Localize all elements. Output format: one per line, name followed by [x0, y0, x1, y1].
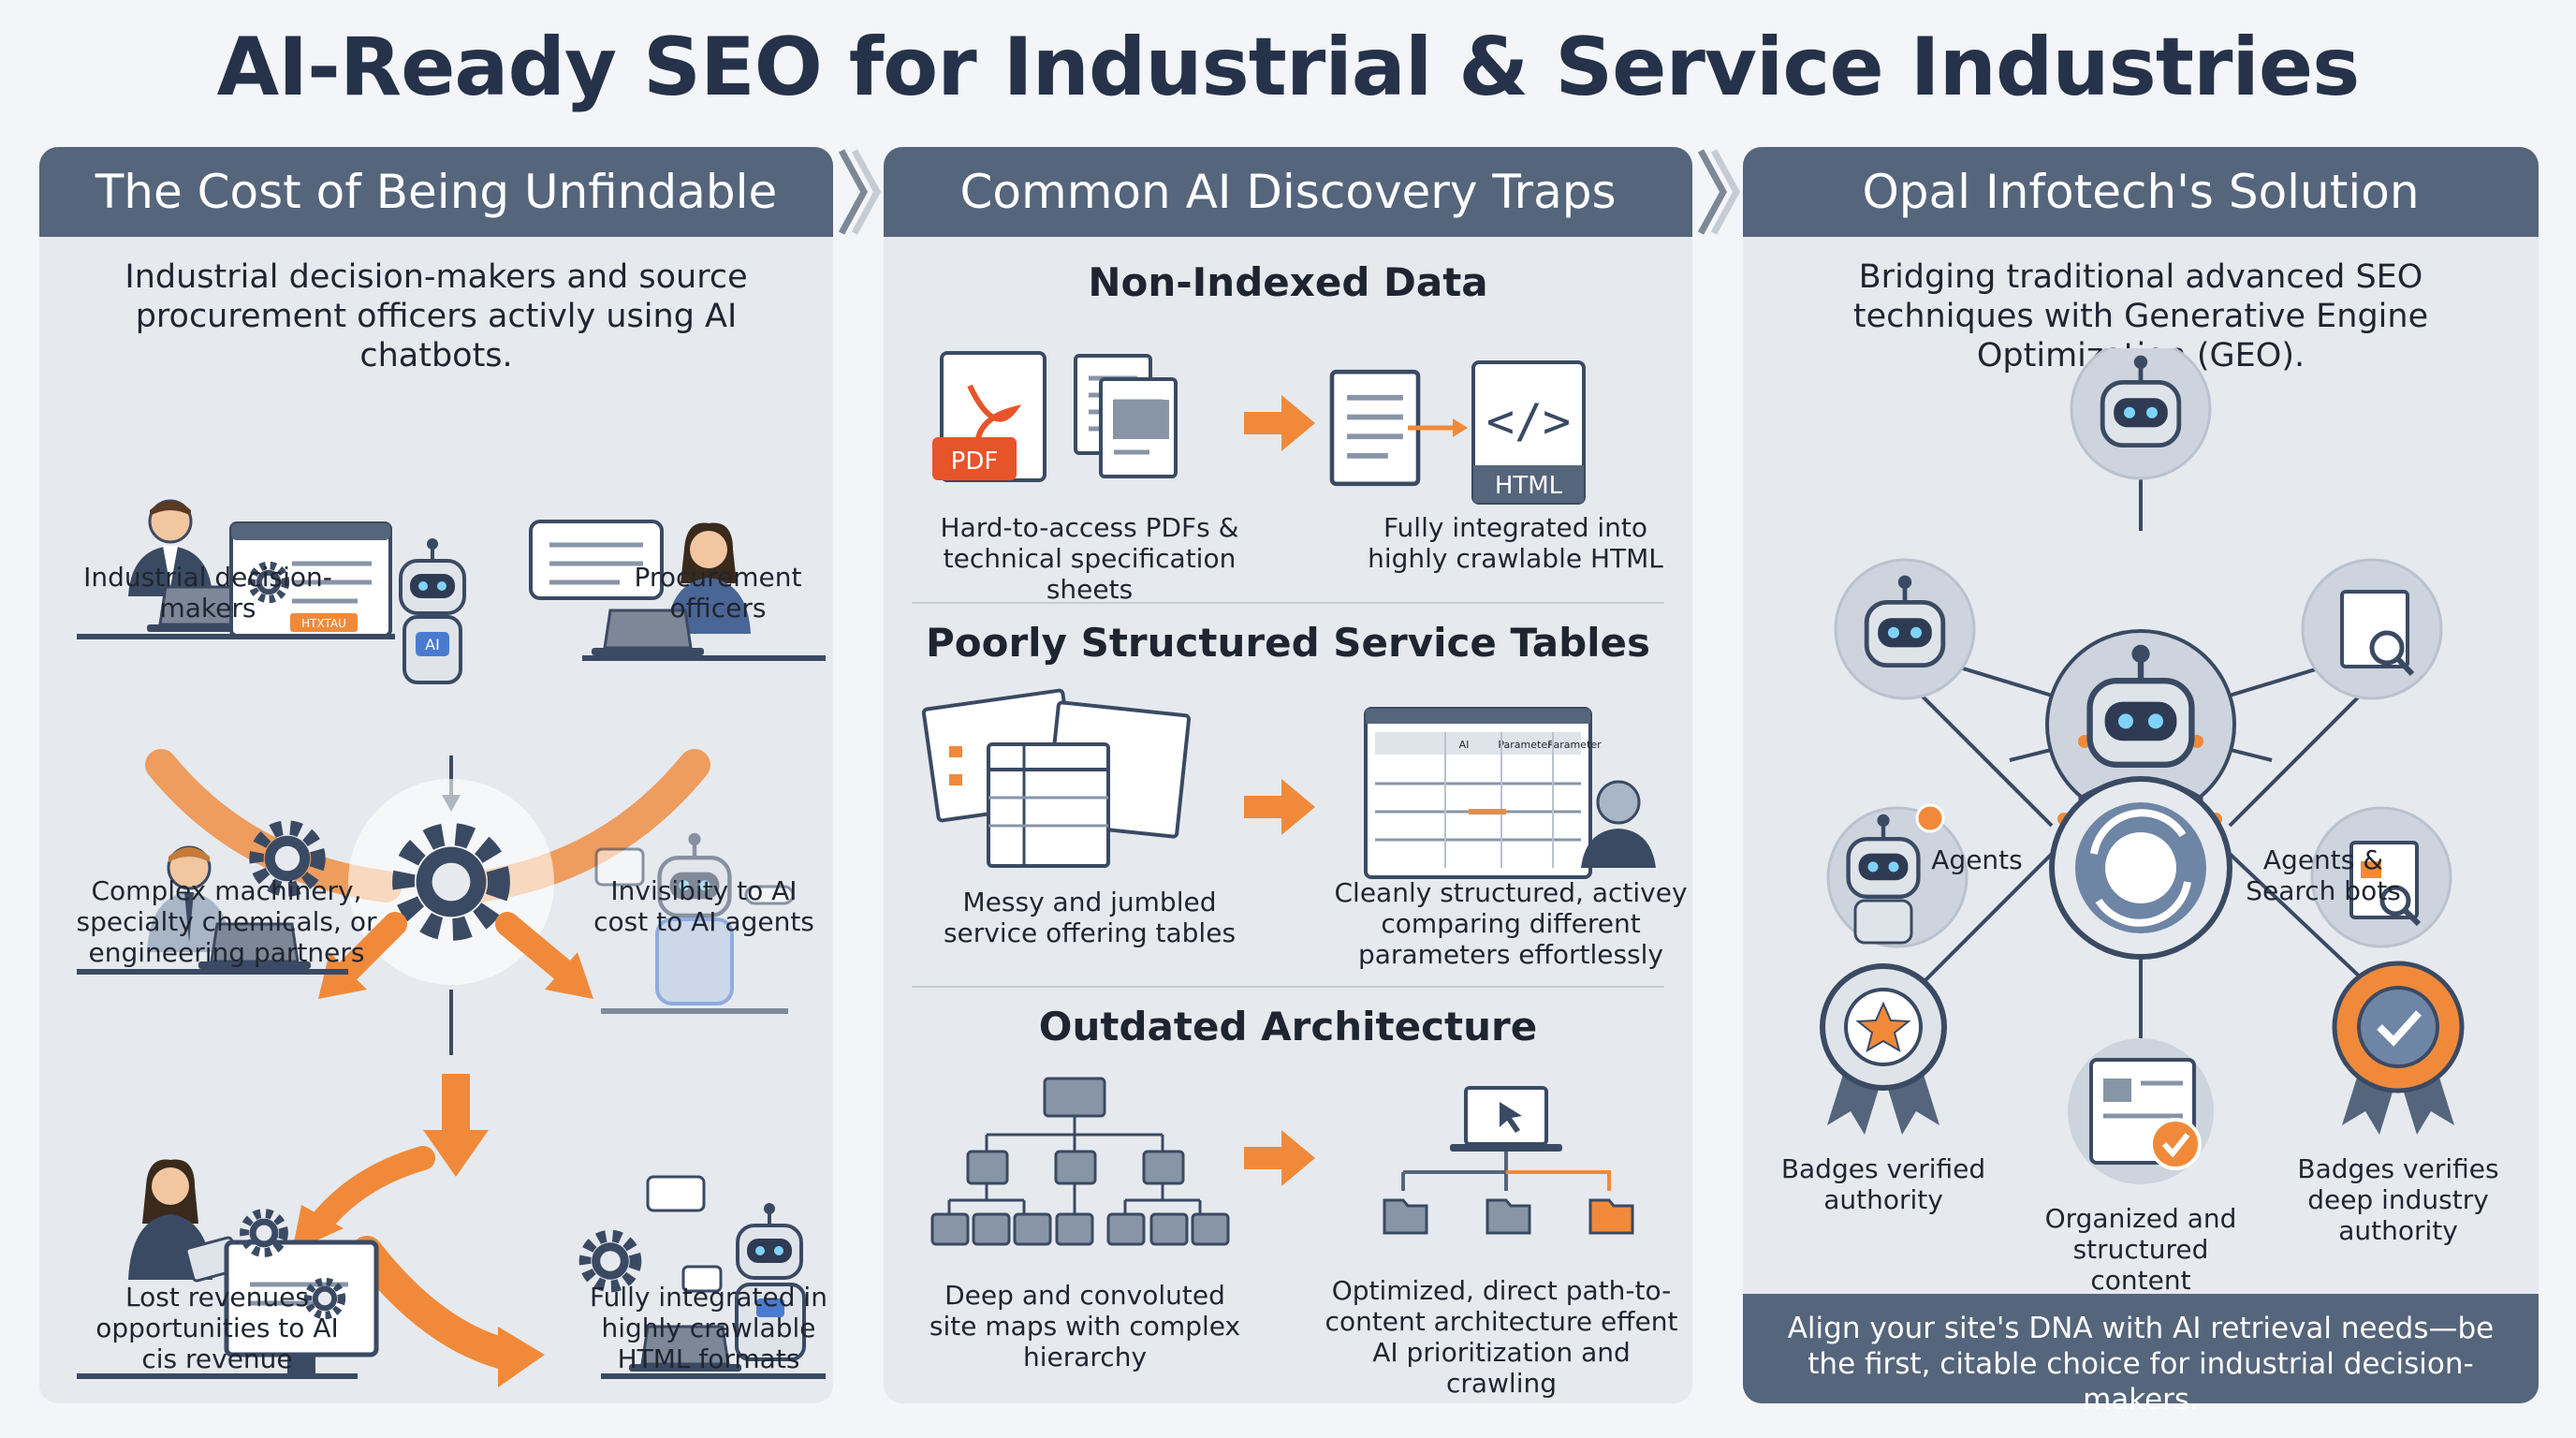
arrow-right-icon — [1244, 1130, 1315, 1186]
pdf-badge: PDF — [951, 448, 999, 476]
section-title: Poorly Structured Service Tables — [925, 620, 1651, 666]
footer-text: Align your site's DNA with AI retrieval … — [1787, 1312, 2495, 1416]
html-badge: HTML — [1495, 472, 1563, 500]
panel-intro: Industrial decision-makers and source pr… — [124, 258, 748, 374]
panel-cost-of-unfindable: The Cost of Being Unfindable Industrial … — [39, 147, 833, 1403]
robot-icon — [399, 536, 466, 615]
screen-tag-label: HTXTAU — [301, 617, 346, 630]
label-badges-deep: Badges verifies deep industry authority — [2297, 1153, 2499, 1246]
html-file-icon: </> HTML — [1471, 360, 1586, 505]
chat-bubble-icon — [529, 520, 664, 600]
cost-flow-illustration: HTXTAU AI — [77, 499, 826, 1387]
table-header-parameter: Parameter — [1547, 739, 1602, 751]
architecture-illustration — [930, 1077, 1634, 1246]
solution-hub-diagram — [1820, 348, 2465, 1184]
label-agents-search: Agents & Search bots — [2246, 844, 2401, 906]
svg-text:</>: </> — [1486, 394, 1571, 448]
divider — [912, 986, 1664, 988]
page-title: AI-Ready SEO for Industrial & Service In… — [216, 21, 2361, 114]
folder-icon — [1383, 1198, 1428, 1235]
label-before: Messy and jumbled service offering table… — [943, 887, 1237, 948]
search-page-icon — [2349, 841, 2422, 927]
clean-table-icon: AI Parameter Parameter — [1364, 707, 1602, 879]
document-icon — [1332, 372, 1418, 484]
label-agents: Agents — [1931, 844, 2023, 875]
sitemap-icon — [930, 1077, 1230, 1246]
analyst-person-icon — [128, 1159, 212, 1280]
chevron-divider-icon — [838, 149, 881, 235]
arrow-right-icon — [1244, 395, 1315, 451]
panel-header: Opal Infotech's Solution — [1743, 147, 2539, 237]
chevron-divider-icon — [1697, 149, 1740, 235]
robot-badge-label: AI — [425, 636, 440, 653]
panel-discovery-traps: Common AI Discovery Traps Non-Indexed Da… — [884, 147, 1692, 1403]
monitor-icon — [224, 1240, 379, 1373]
label-before: Deep and convoluted site maps with compl… — [929, 1280, 1241, 1372]
table-header-parameter: Parameter — [1498, 739, 1552, 751]
service-tables-illustration: AI Parameter Parameter — [921, 688, 1656, 879]
divider — [912, 602, 1664, 604]
arrow-right-icon — [1244, 779, 1315, 835]
label-organized: Organized and structured content — [2044, 1203, 2237, 1296]
label-after: Optimized, direct path-to-content archit… — [1325, 1275, 1678, 1399]
search-window-icon — [2340, 590, 2415, 677]
label-after: Fully integrated into highly crawlable H… — [1368, 512, 1663, 574]
label-machinery: Complex machinery, specialty chemicals, … — [76, 875, 377, 968]
content-document-icon — [2068, 1038, 2214, 1184]
gear-icon — [585, 1236, 636, 1286]
panel-header: The Cost of Being Unfindable — [39, 147, 833, 237]
faded-robot-icon — [594, 833, 795, 1005]
folder-icon — [1486, 1198, 1531, 1235]
table-header-ai: AI — [1459, 739, 1470, 751]
laptop-cursor-icon — [1450, 1086, 1562, 1152]
label-lost-revenue: Lost revenues opportunities to AI cis re… — [95, 1282, 339, 1374]
section-title: Outdated Architecture — [1038, 1004, 1538, 1049]
label-before: Hard-to-access PDFs & technical specific… — [940, 512, 1239, 605]
label-integrated: Fully integrated in highly crawlable HTM… — [590, 1282, 827, 1374]
engineer-person-icon — [147, 845, 231, 952]
label-procurement: Procurement officers — [634, 562, 802, 624]
label-after: Cleanly structured, activey comparing di… — [1334, 877, 1688, 970]
panel-intro: Bridging traditional advanced SEO techni… — [1852, 258, 2429, 374]
non-indexed-illustration: PDF </> HTML — [932, 351, 1586, 505]
footer-banner: Align your site's DNA with AI retrieval … — [1743, 1294, 2539, 1416]
label-badges-authority: Badges verified authority — [1780, 1153, 1986, 1215]
panel-solution: Opal Infotech's Solution Bridging tradit… — [1743, 147, 2539, 1403]
folder-icon — [1588, 1198, 1634, 1235]
robot-icon — [736, 1201, 803, 1280]
messy-table-icon — [921, 688, 1192, 868]
pdf-file-icon: PDF — [932, 351, 1046, 482]
check-badge-icon — [2332, 961, 2465, 1135]
panel-header: Common AI Discovery Traps — [884, 147, 1692, 237]
label-invisibility: Invisibity to AI cost to AI agents — [593, 875, 814, 937]
section-title: Non-Indexed Data — [1088, 259, 1488, 305]
label-decision-makers: Industrial decision-makers — [83, 562, 332, 624]
star-badge-icon — [1820, 963, 1947, 1135]
user-avatar-icon — [1581, 780, 1656, 868]
browser-window-icon — [229, 521, 392, 638]
